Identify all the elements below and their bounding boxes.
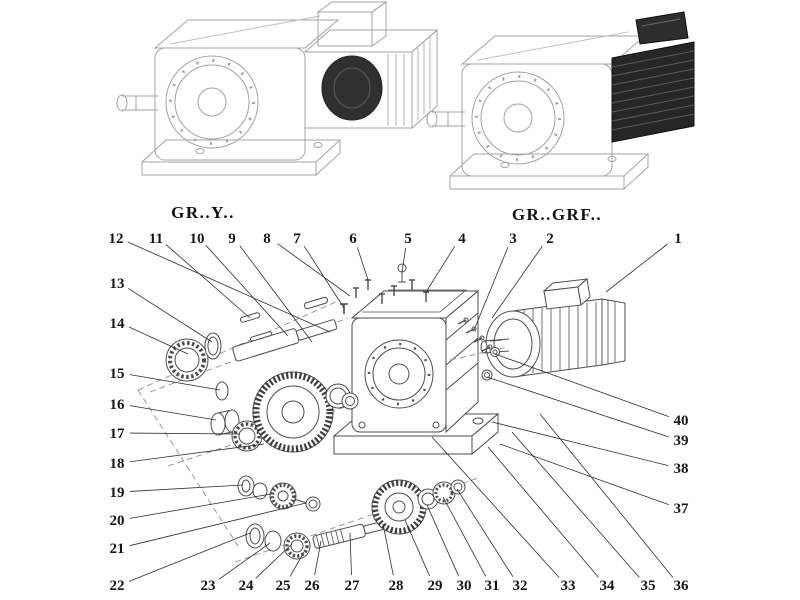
callout-number-20: 20 xyxy=(110,513,125,529)
leader-line-38 xyxy=(491,421,669,467)
callout-number-15: 15 xyxy=(110,366,125,382)
callout-number-7: 7 xyxy=(293,231,301,247)
leader-line-29 xyxy=(404,519,430,577)
part-intermediate-gear-assembly xyxy=(210,371,359,453)
leader-line-23 xyxy=(218,542,271,580)
callout-number-10: 10 xyxy=(190,231,205,247)
callout-number-30: 30 xyxy=(457,578,472,594)
leader-line-15 xyxy=(129,374,221,391)
callout-number-39: 39 xyxy=(674,433,689,449)
leader-line-16 xyxy=(129,405,217,421)
callout-number-26: 26 xyxy=(305,578,321,594)
leader-line-20 xyxy=(129,493,272,519)
leader-line-18 xyxy=(129,443,265,463)
callout-number-19: 19 xyxy=(110,485,125,501)
callout-number-37: 37 xyxy=(674,501,690,517)
callout-number-27: 27 xyxy=(345,578,361,594)
callout-number-33: 33 xyxy=(561,578,576,594)
leader-line-39 xyxy=(486,376,669,438)
callout-number-34: 34 xyxy=(600,578,616,594)
leader-line-36 xyxy=(539,413,674,578)
exploded-view xyxy=(137,263,626,563)
leader-line-14 xyxy=(128,326,189,355)
leader-line-9 xyxy=(239,245,313,343)
leader-line-27 xyxy=(349,532,352,576)
leader-line-37 xyxy=(499,443,669,506)
callout-number-12: 12 xyxy=(109,231,124,247)
leader-line-6 xyxy=(356,247,369,281)
callout-number-24: 24 xyxy=(239,578,255,594)
assembled-view-gr-grf xyxy=(426,11,695,191)
leader-line-4 xyxy=(425,246,456,293)
callout-number-2: 2 xyxy=(546,231,554,247)
leader-line-17 xyxy=(129,432,241,435)
leader-line-25 xyxy=(289,551,305,577)
callout-number-36: 36 xyxy=(674,578,690,594)
leader-line-8 xyxy=(277,243,351,297)
callout-number-11: 11 xyxy=(149,231,163,247)
callout-number-16: 16 xyxy=(110,397,126,413)
callout-number-8: 8 xyxy=(263,231,271,247)
callout-number-23: 23 xyxy=(201,578,216,594)
leader-line-7 xyxy=(303,246,345,309)
part-motor-mount-hardware xyxy=(449,317,509,381)
callout-number-29: 29 xyxy=(428,578,443,594)
leader-line-5 xyxy=(401,247,407,273)
callout-number-14: 14 xyxy=(110,316,126,332)
callout-number-28: 28 xyxy=(389,578,404,594)
leader-line-28 xyxy=(382,523,394,576)
part-motor xyxy=(480,278,626,378)
callout-number-25: 25 xyxy=(276,578,291,594)
callout-number-32: 32 xyxy=(513,578,528,594)
callout-number-21: 21 xyxy=(110,541,125,557)
part-pinion-assembly xyxy=(237,475,321,512)
callout-number-9: 9 xyxy=(228,231,236,247)
callout-number-13: 13 xyxy=(110,276,125,292)
leader-line-10 xyxy=(205,245,289,337)
model-label-gr-y: GR..Y.. xyxy=(171,203,235,222)
leader-line-40 xyxy=(494,353,669,418)
leader-line-3 xyxy=(473,247,509,331)
leader-line-32 xyxy=(456,488,514,577)
leader-line-24 xyxy=(255,543,293,579)
leader-line-13 xyxy=(127,287,213,343)
leader-line-21 xyxy=(129,502,307,547)
leader-line-33 xyxy=(431,436,560,578)
callout-number-17: 17 xyxy=(110,426,126,442)
leader-line-30 xyxy=(426,504,459,577)
model-label-gr-grf: GR..GRF.. xyxy=(512,205,602,224)
callout-number-31: 31 xyxy=(485,578,500,594)
callout-number-18: 18 xyxy=(110,456,125,472)
leader-line-12 xyxy=(127,241,331,333)
callout-number-3: 3 xyxy=(509,231,517,247)
leader-line-22 xyxy=(128,532,251,582)
callout-number-6: 6 xyxy=(349,231,357,247)
callout-number-4: 4 xyxy=(458,231,466,247)
leader-line-2 xyxy=(491,245,543,319)
leader-line-19 xyxy=(129,484,244,492)
callout-number-38: 38 xyxy=(674,461,689,477)
callout-number-5: 5 xyxy=(404,231,412,247)
callout-number-40: 40 xyxy=(674,413,689,429)
callout-number-1: 1 xyxy=(674,231,682,247)
leader-line-34 xyxy=(487,446,599,578)
assembled-view-gr-y xyxy=(116,1,439,177)
leader-line-31 xyxy=(442,496,487,577)
leader-line-1 xyxy=(605,243,668,293)
callout-number-22: 22 xyxy=(110,578,125,594)
part-output-shaft-assembly xyxy=(245,479,466,560)
callout-number-35: 35 xyxy=(641,578,656,594)
leader-line-26 xyxy=(314,540,322,576)
leader-line-11 xyxy=(165,244,251,319)
part-housing xyxy=(332,289,500,456)
